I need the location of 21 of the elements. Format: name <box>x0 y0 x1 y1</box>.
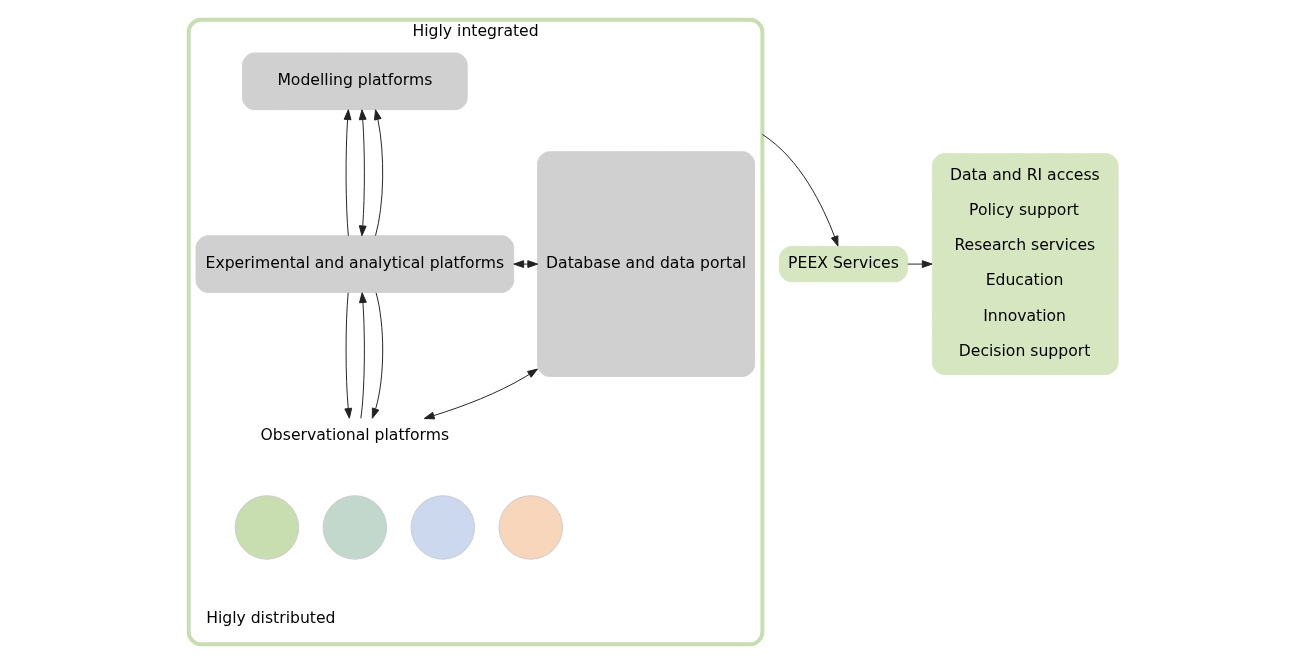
node-text: Observational platforms <box>260 424 449 444</box>
arrow <box>371 292 383 419</box>
node-circle <box>410 495 475 560</box>
node-box: Database and data portal <box>536 151 755 377</box>
node-circle <box>234 495 299 560</box>
arrow <box>906 260 933 268</box>
node-circle <box>498 495 563 560</box>
arrow <box>358 292 367 419</box>
arrow <box>358 109 367 237</box>
arrow <box>761 133 838 247</box>
node-label: Higly distributed <box>205 607 335 627</box>
node-box: PEEX Services <box>778 246 908 283</box>
arrow <box>423 368 538 420</box>
arrow <box>512 260 538 268</box>
node-box: Data and RI access Policy support Research services Education Innovation Decision support <box>931 153 1119 375</box>
node-box: Experimental and analytical platforms <box>195 235 514 293</box>
node-circle <box>322 495 387 560</box>
arrow <box>343 109 351 237</box>
arrow <box>373 109 383 237</box>
node-box: Modelling platforms <box>241 52 468 111</box>
arrow <box>343 292 352 419</box>
